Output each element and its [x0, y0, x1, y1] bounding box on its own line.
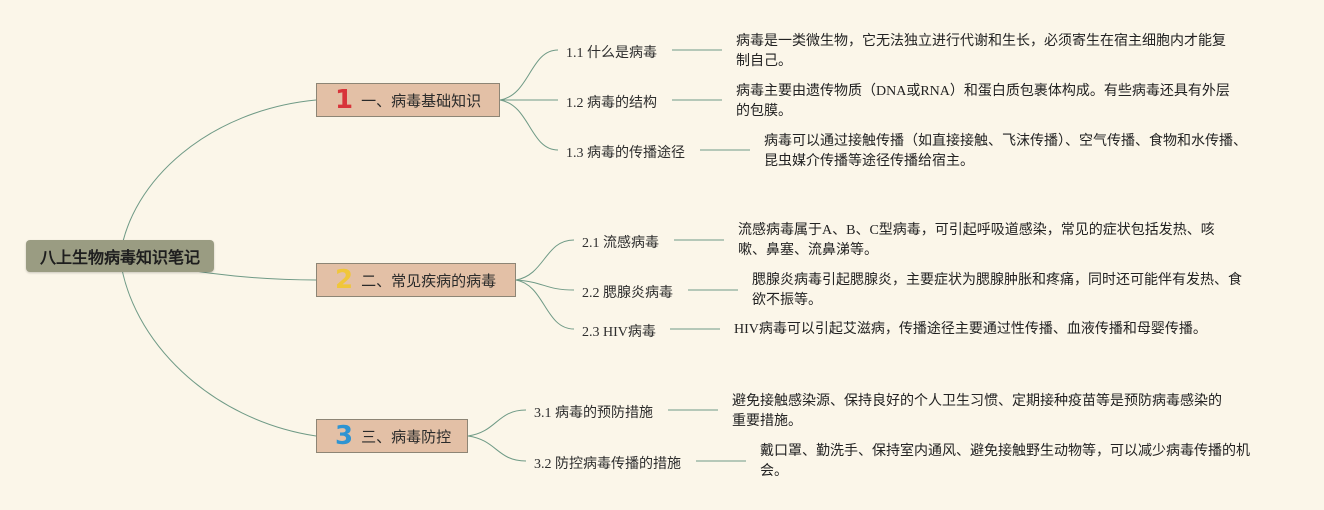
subtopic-1-3[interactable]: 1.3 病毒的传播途径 — [566, 146, 685, 161]
description-2-2: 腮腺炎病毒引起腮腺炎，主要症状为腮腺肿胀和疼痛，同时还可能伴有发热、食欲不振等。 — [752, 273, 1242, 308]
connector-root-b1 — [119, 99, 317, 258]
connector-b2-s3 — [515, 279, 575, 330]
branch-number-2: 2 — [335, 265, 354, 295]
connector-b1-s3 — [499, 99, 559, 151]
branch-label-1: 一、病毒基础知识 — [361, 91, 482, 110]
subtopic-1-2[interactable]: 1.2 病毒的结构 — [566, 96, 657, 111]
connector-b1-s1 — [499, 49, 559, 101]
connector-b2-s1 — [515, 239, 575, 281]
description-1-3: 病毒可以通过接触传播（如直接接触、飞沫传播）、空气传播、食物和水传播、昆虫媒介传… — [764, 134, 1247, 169]
connector-b3-s2 — [467, 435, 527, 462]
branch-node-3[interactable]: 3 三、病毒防控 — [316, 419, 468, 453]
description-1-1: 病毒是一类微生物，它无法独立进行代谢和生长，必须寄生在宿主细胞内才能复制自己。 — [736, 34, 1226, 69]
description-2-3: HIV病毒可以引起艾滋病，传播途径主要通过性传播、血液传播和母婴传播。 — [734, 322, 1207, 337]
root-label: 八上生物病毒知识笔记 — [39, 248, 200, 267]
description-3-1: 避免接触感染源、保持良好的个人卫生习惯、定期接种疫苗等是预防病毒感染的重要措施。 — [732, 394, 1222, 429]
root-node[interactable]: 八上生物病毒知识笔记 — [26, 240, 214, 272]
subtopic-2-2[interactable]: 2.2 腮腺炎病毒 — [582, 286, 673, 301]
description-2-1: 流感病毒属于A、B、C型病毒，可引起呼吸道感染，常见的症状包括发热、咳嗽、鼻塞、… — [738, 223, 1215, 258]
branch-label-2: 二、常见疾病的病毒 — [361, 271, 497, 290]
description-3-2: 戴口罩、勤洗手、保持室内通风、避免接触野生动物等，可以减少病毒传播的机会。 — [760, 444, 1250, 479]
subtopic-1-1[interactable]: 1.1 什么是病毒 — [566, 46, 657, 61]
subtopic-2-3[interactable]: 2.3 HIV病毒 — [582, 325, 656, 340]
branch-label-3: 三、病毒防控 — [361, 427, 452, 446]
branch-node-2[interactable]: 2 二、常见疾病的病毒 — [316, 263, 516, 297]
description-1-2: 病毒主要由遗传物质（DNA或RNA）和蛋白质包裹体构成。有些病毒还具有外层的包膜… — [736, 84, 1230, 119]
branch-number-3: 3 — [335, 421, 354, 451]
branch-node-1[interactable]: 1 一、病毒基础知识 — [316, 83, 500, 117]
subtopic-3-2[interactable]: 3.2 防控病毒传播的措施 — [534, 457, 681, 472]
connector-b2-s2 — [515, 279, 575, 291]
connector-b3-s1 — [467, 409, 527, 437]
subtopic-2-1[interactable]: 2.1 流感病毒 — [582, 236, 659, 251]
connector-root-b3 — [119, 256, 317, 437]
subtopic-3-1[interactable]: 3.1 病毒的预防措施 — [534, 406, 653, 421]
branch-number-1: 1 — [335, 85, 354, 115]
